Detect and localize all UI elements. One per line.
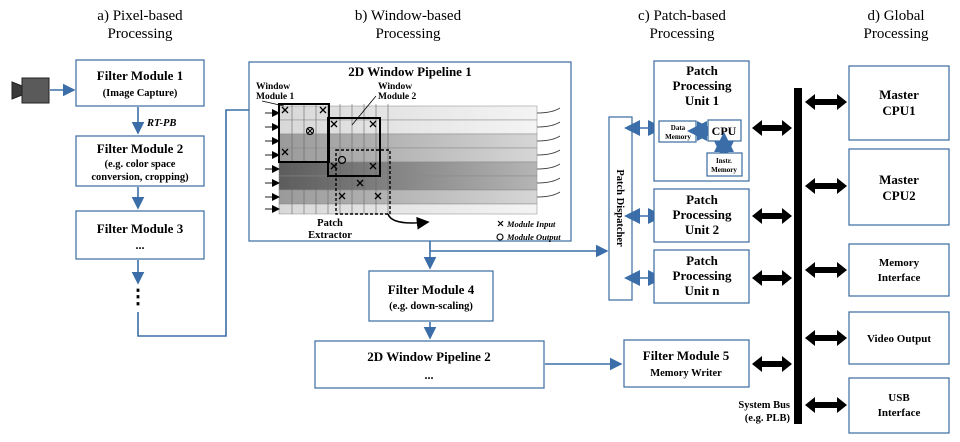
cpu-block: CPU	[707, 119, 742, 142]
svg-text:Filter Module 1: Filter Module 1	[97, 68, 183, 83]
svg-text:CPU2: CPU2	[882, 188, 915, 203]
section-header-window: b) Window-based Processing	[355, 8, 462, 42]
legend: Module Input Module Output	[496, 219, 561, 242]
continuation-dots: ⋮	[128, 286, 148, 308]
svg-text:Filter Module 5: Filter Module 5	[643, 348, 730, 363]
svg-text:Memory: Memory	[879, 257, 920, 269]
svg-text:Processing: Processing	[864, 26, 929, 42]
svg-text:Window: Window	[256, 82, 290, 92]
svg-text:Processing: Processing	[376, 26, 441, 42]
section-header-global: d) Global Processing	[864, 8, 929, 42]
video-output: Video Output	[848, 311, 950, 365]
svg-text:Memory: Memory	[711, 166, 737, 174]
svg-text:Patch: Patch	[317, 218, 343, 229]
window-module-2-label: Window Module 2	[378, 82, 417, 102]
svg-text:Patch: Patch	[686, 192, 719, 207]
svg-text:Interface: Interface	[878, 272, 921, 284]
svg-text:Instr.: Instr.	[716, 157, 732, 165]
svg-text:Filter Module 3: Filter Module 3	[97, 221, 184, 236]
system-bus	[794, 88, 802, 424]
svg-text:a) Pixel-based: a) Pixel-based	[97, 8, 183, 24]
svg-text:d) Global: d) Global	[867, 8, 924, 24]
svg-text:Patch: Patch	[686, 63, 719, 78]
bus-connector-arrows	[752, 94, 847, 413]
svg-text:Filter Module 2: Filter Module 2	[97, 141, 183, 156]
patch-processing-unit-n: Patch Processing Unit n	[653, 249, 750, 304]
svg-text:Module Input: Module Input	[506, 219, 556, 229]
svg-text:Window: Window	[378, 82, 412, 92]
svg-text:(e.g. color space: (e.g. color space	[105, 159, 176, 170]
svg-text:Patch: Patch	[686, 253, 719, 268]
window-module-1-label: Window Module 1	[256, 82, 295, 102]
filter-module-2: Filter Module 2 (e.g. color space conver…	[75, 135, 205, 187]
filter-module-1: Filter Module 1 (Image Capture)	[75, 59, 205, 107]
svg-text:c) Patch-based: c) Patch-based	[638, 8, 726, 24]
pixel-row-stripes	[278, 105, 538, 215]
patch-extractor-label: Patch Extractor	[308, 218, 352, 241]
patch-extractor-frame	[335, 149, 391, 215]
master-cpu1: Master CPU1	[848, 65, 950, 141]
svg-text:(Image Capture): (Image Capture)	[103, 88, 178, 99]
svg-text:Processing: Processing	[673, 207, 732, 222]
svg-text:Module 2: Module 2	[378, 92, 417, 102]
svg-text:Processing: Processing	[673, 78, 732, 93]
module-input-markers	[281, 106, 382, 200]
camera-icon	[11, 77, 50, 104]
svg-text:Module Output: Module Output	[506, 232, 561, 242]
svg-text:Processing: Processing	[650, 26, 715, 42]
svg-text:Module 1: Module 1	[256, 92, 295, 102]
row-wrap-lines	[536, 107, 561, 198]
usb-interface: USB Interface	[848, 377, 950, 434]
svg-text:(e.g. down-scaling): (e.g. down-scaling)	[389, 301, 473, 312]
svg-text:Unit n: Unit n	[684, 283, 720, 298]
patch-processing-unit-2: Patch Processing Unit 2	[653, 188, 750, 243]
svg-text:System Bus: System Bus	[738, 400, 790, 411]
svg-text:...: ...	[136, 238, 145, 252]
section-header-patch: c) Patch-based Processing	[638, 8, 726, 42]
svg-text:Data: Data	[671, 124, 686, 132]
svg-text:Master: Master	[879, 87, 919, 102]
svg-text:...: ...	[425, 368, 434, 382]
svg-text:Processing: Processing	[108, 26, 173, 42]
svg-text:2D Window Pipeline 2: 2D Window Pipeline 2	[367, 349, 490, 364]
input-stream-arrows	[265, 109, 280, 213]
svg-text:(e.g. PLB): (e.g. PLB)	[745, 413, 791, 424]
rt-pb-label: RT-PB	[146, 118, 176, 129]
svg-text:Processing: Processing	[673, 268, 732, 283]
svg-text:2D Window Pipeline 1: 2D Window Pipeline 1	[348, 64, 471, 79]
module-output-markers	[305, 126, 347, 165]
svg-text:Filter Module 4: Filter Module 4	[388, 282, 475, 297]
svg-text:CPU: CPU	[712, 124, 737, 138]
svg-text:Interface: Interface	[878, 407, 921, 419]
svg-text:Unit 1: Unit 1	[685, 93, 719, 108]
data-memory: Data Memory	[658, 120, 697, 143]
filter-module-4: Filter Module 4 (e.g. down-scaling)	[368, 270, 494, 322]
svg-text:conversion, cropping): conversion, cropping)	[91, 172, 189, 183]
system-bus-label: System Bus (e.g. PLB)	[738, 400, 790, 424]
svg-text:Video Output: Video Output	[867, 333, 931, 345]
filter-module-5: Filter Module 5 Memory Writer	[623, 339, 750, 388]
window-pipeline-2: 2D Window Pipeline 2 ...	[314, 340, 545, 389]
svg-text:Unit 2: Unit 2	[685, 222, 719, 237]
patch-dispatcher: Patch Dispatcher	[608, 116, 633, 301]
svg-text:Extractor: Extractor	[308, 230, 352, 241]
svg-text:USB: USB	[888, 392, 910, 404]
master-cpu2: Master CPU2	[848, 148, 950, 226]
section-header-pixel: a) Pixel-based Processing	[97, 8, 183, 42]
svg-text:Memory Writer: Memory Writer	[650, 368, 722, 379]
svg-text:Master: Master	[879, 172, 919, 187]
svg-text:b) Window-based: b) Window-based	[355, 8, 462, 24]
window-module-2-frame	[327, 117, 381, 177]
svg-text:CPU1: CPU1	[882, 103, 915, 118]
instruction-memory: Instr. Memory	[706, 152, 743, 177]
filter-module-3: Filter Module 3 ...	[75, 210, 205, 260]
memory-interface: Memory Interface	[848, 243, 950, 297]
svg-text:Patch Dispatcher: Patch Dispatcher	[614, 169, 625, 247]
svg-text:Memory: Memory	[665, 133, 691, 141]
